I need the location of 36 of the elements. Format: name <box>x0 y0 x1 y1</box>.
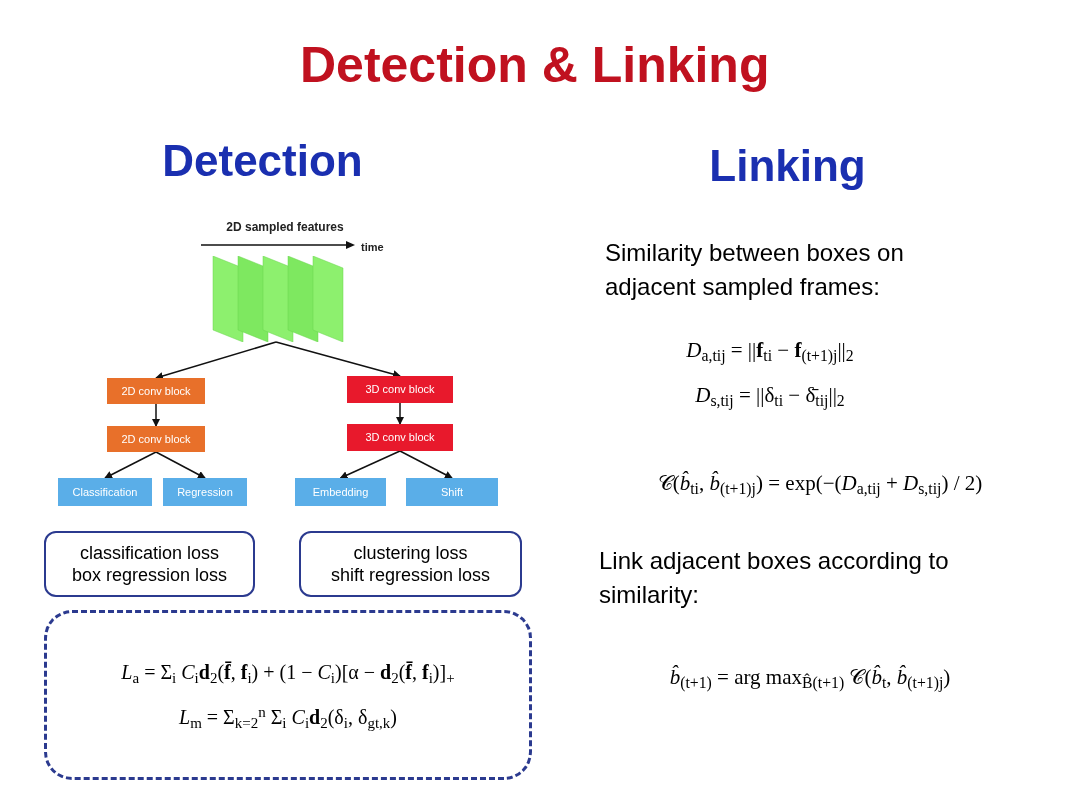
formula: b̂$_{(t+1)}$ = arg max$_{B̂(t+1)}$ 𝒞(b̂$_{t}$, b̂$_{(t+1)j}$) <box>668 664 952 694</box>
arrow <box>155 451 206 479</box>
formula-box <box>44 610 532 780</box>
formula: L$_{a}$ = Σ$_{i}$ C$_{i}$d$_{2}$(f̄, f$_{i}$) + (1 − C$_{i}$)[α − d$_{2}$(f̄, f$_{i}$)]$_{+}$ <box>121 660 455 685</box>
axis-label: 2D sampled features <box>225 219 345 236</box>
output-block: Classification <box>58 478 152 506</box>
loss-box <box>44 531 255 597</box>
loss-label: shift regression loss <box>330 564 491 587</box>
loss-box <box>299 531 522 597</box>
output-block: Embedding <box>295 478 386 506</box>
output-block: Shift <box>406 478 498 506</box>
conv-block: 3D conv block <box>347 424 453 451</box>
formula: D$_{s,tij}$ = ||δ$_{ti}$ − δ̄$_{tij}$||$_{2}$ <box>694 382 846 412</box>
arrow <box>152 403 160 427</box>
formula: 𝒞(b̂$_{ti}$, b̂$_{(t+1)j}$) = exp(−(D$_{a,tij}$ + D$_{s,tij}$) / 2) <box>656 470 984 500</box>
output-block: Regression <box>163 478 247 506</box>
conv-block: 3D conv block <box>347 376 453 403</box>
formula: D$_{a,tij}$ = ||f$_{ti}$ − f$_{(t+1)j}$||$_{2}$ <box>685 337 855 367</box>
arrow <box>155 341 277 380</box>
axis-label: time <box>361 240 385 255</box>
conv-block: 2D conv block <box>107 426 205 452</box>
section-heading: Linking <box>708 140 867 192</box>
arrow <box>399 450 453 479</box>
arrow <box>339 450 401 479</box>
arrow <box>275 341 401 378</box>
section-heading: Detection <box>161 135 364 187</box>
conv-block: 2D conv block <box>107 378 205 404</box>
loss-label: classification loss <box>79 541 220 564</box>
loss-label: clustering loss <box>353 541 468 564</box>
arrow <box>396 402 404 425</box>
loss-label: box regression loss <box>71 564 228 587</box>
description-text: Similarity between boxes on adjacent sampled frames: <box>605 238 905 302</box>
formula: L$_{m}$ = Σ$_{k=2}$$^{n}$ Σ$_{i}$ C$_{i}$d$_{2}$(δ$_{i}$, δ$_{gt,k}$) <box>179 705 397 730</box>
slide-title: Detection & Linking <box>300 36 770 95</box>
description-text: Link adjacent boxes according to similarity: <box>599 546 950 610</box>
arrow <box>104 451 157 479</box>
